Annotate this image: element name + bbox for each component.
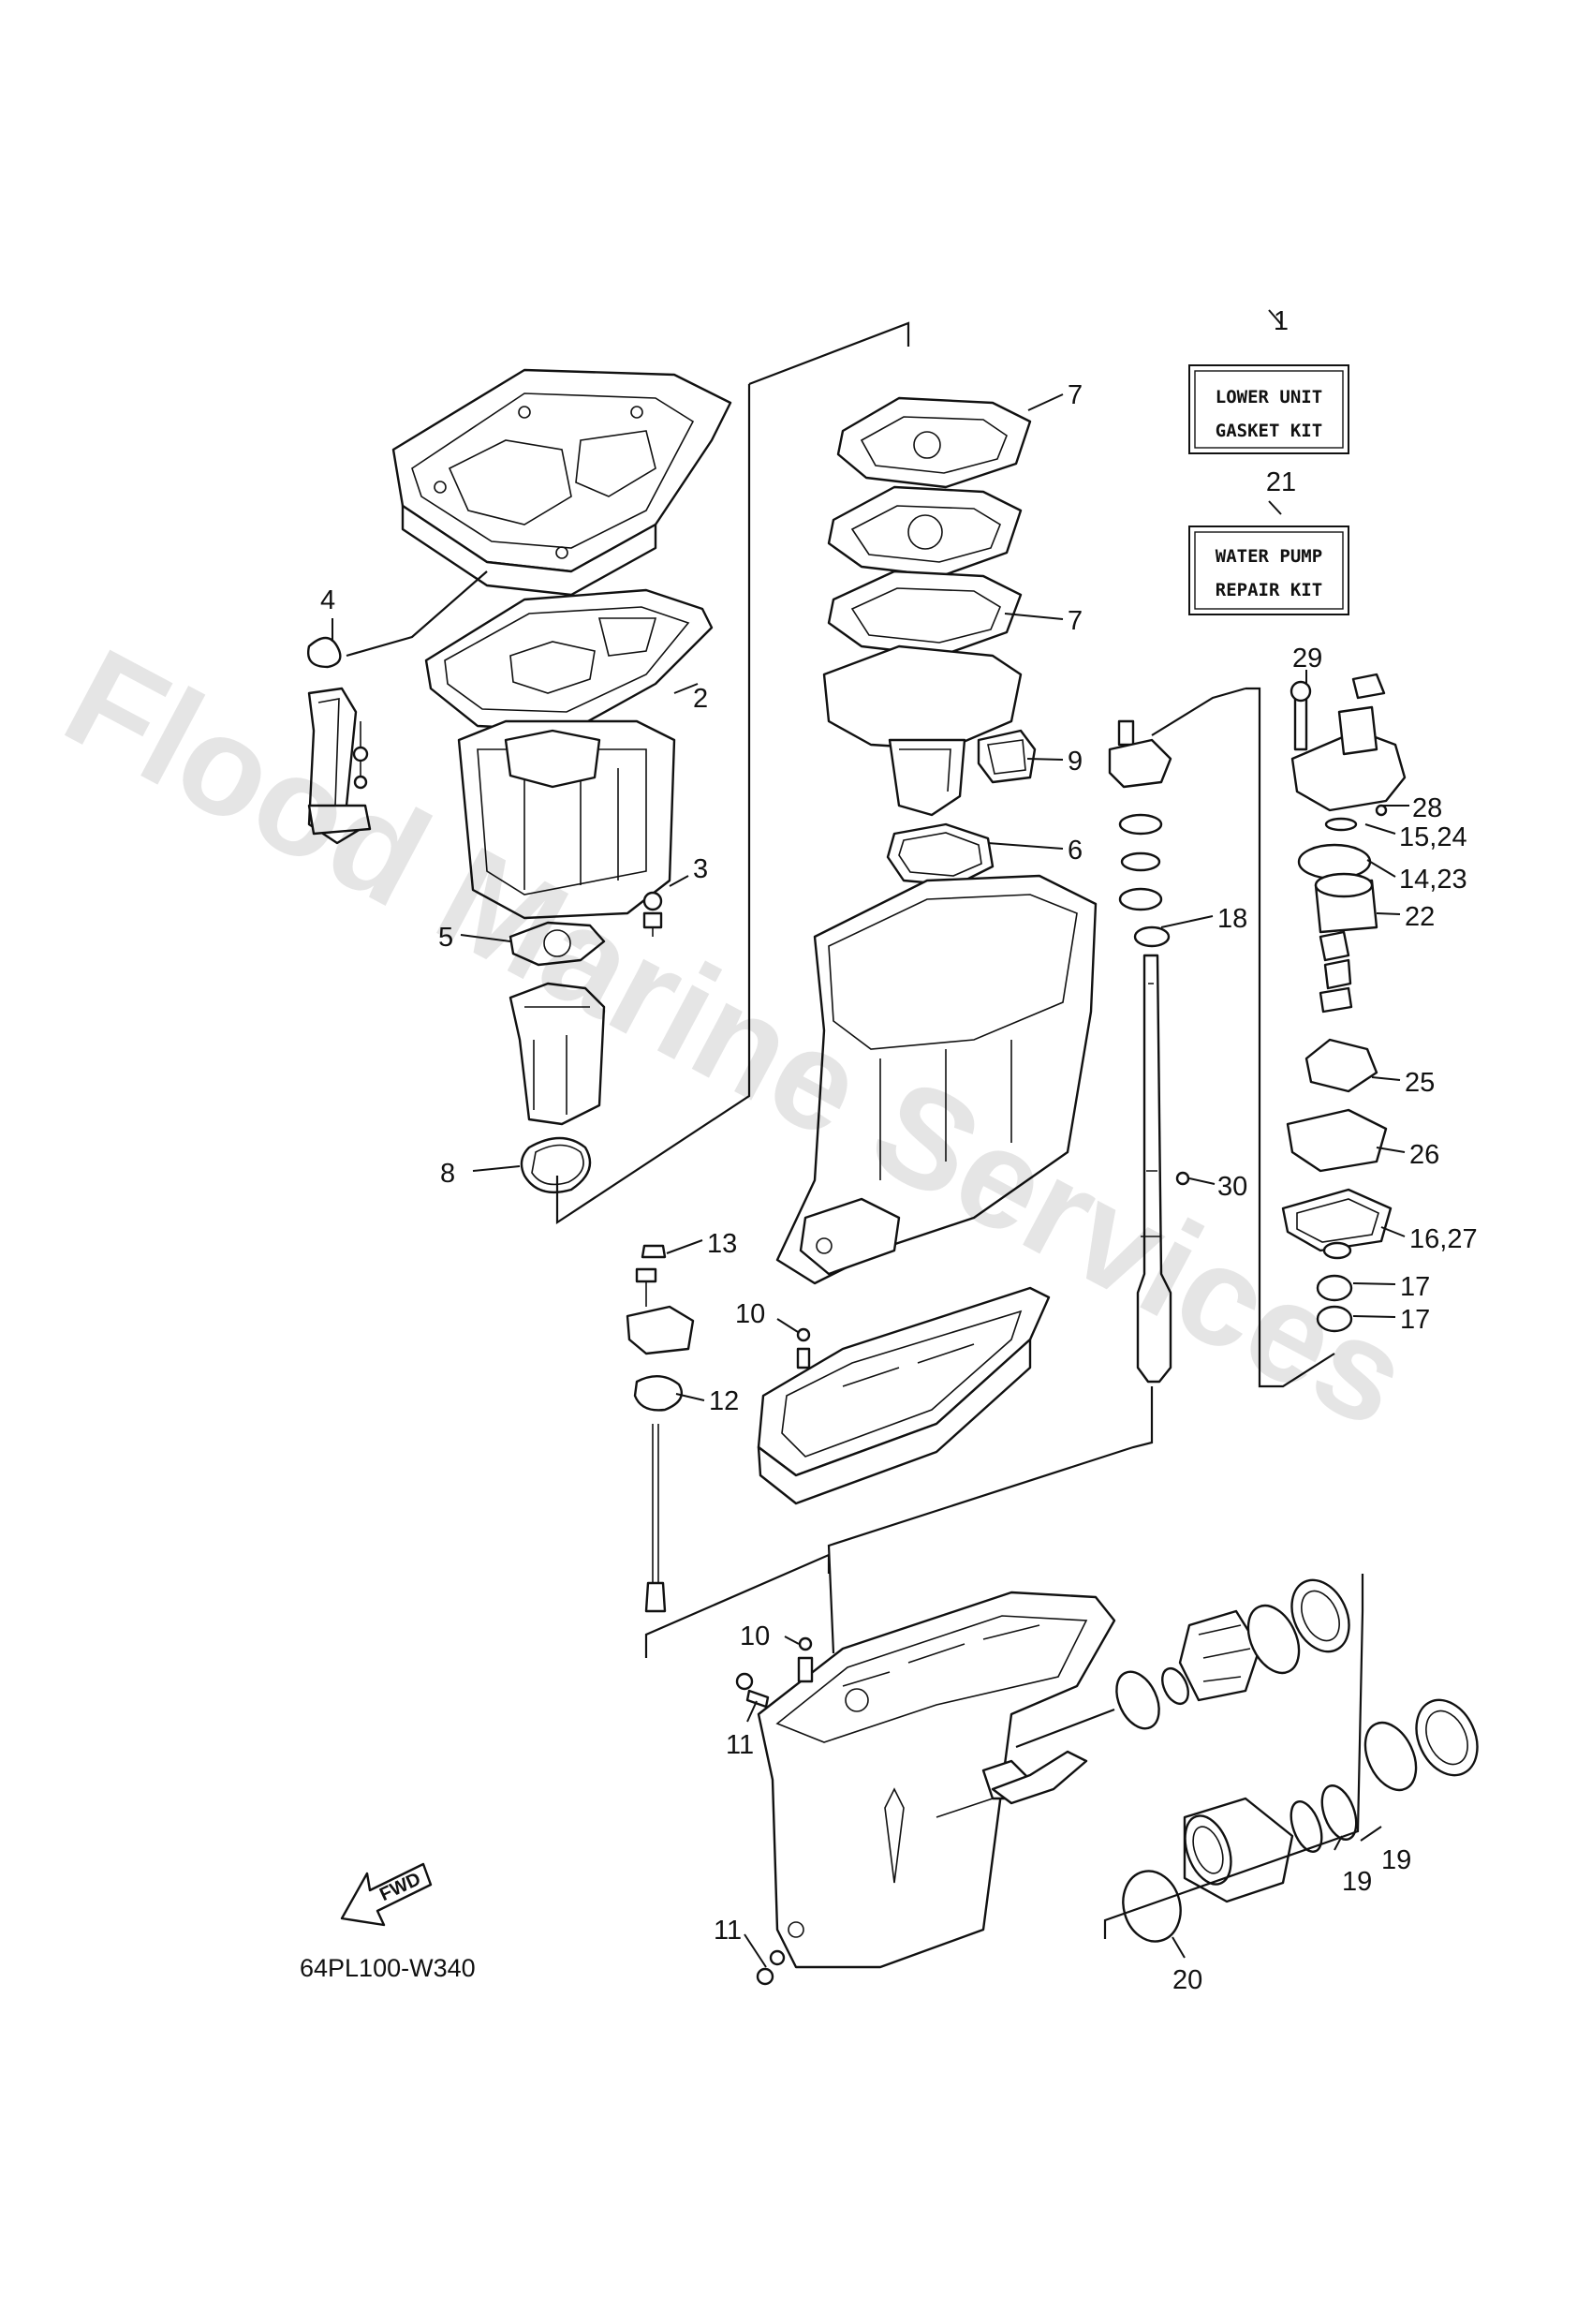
callout-26: 26 bbox=[1409, 1140, 1439, 1170]
kit-water-pump-line2: REPAIR KIT bbox=[1216, 580, 1322, 600]
gasket-2-drawing bbox=[424, 588, 714, 733]
bolt-3-drawing bbox=[642, 891, 663, 937]
shift-rod-assembly-drawing bbox=[626, 1244, 695, 1613]
kit-gasket-line1: LOWER UNIT bbox=[1216, 387, 1322, 407]
kit-box-water-pump: WATER PUMP REPAIR KIT bbox=[1188, 525, 1349, 615]
gear-case-drawing bbox=[757, 1591, 1116, 1969]
part-10-upper-drawing bbox=[796, 1327, 811, 1369]
drive-shaft-drawing bbox=[1108, 719, 1190, 1384]
callout-17-upper: 17 bbox=[1400, 1272, 1430, 1302]
callout-13: 13 bbox=[707, 1229, 737, 1259]
upper-casing-main-drawing bbox=[775, 874, 1098, 1285]
callout-1: 1 bbox=[1274, 306, 1289, 336]
pipe-and-gasket-4-drawing bbox=[307, 636, 372, 845]
callout-7-lower: 7 bbox=[1068, 606, 1083, 636]
callout-12: 12 bbox=[709, 1386, 739, 1416]
kit-water-pump-line1: WATER PUMP bbox=[1216, 546, 1322, 567]
callout-7-upper: 7 bbox=[1068, 380, 1083, 410]
callout-21: 21 bbox=[1266, 467, 1296, 497]
exhaust-housing-drawing bbox=[457, 719, 676, 920]
fwd-arrow-icon: FWD bbox=[340, 1862, 433, 1927]
callout-14-23: 14,23 bbox=[1399, 865, 1467, 895]
callout-6: 6 bbox=[1068, 836, 1083, 866]
water-tube-housing-drawing bbox=[508, 982, 606, 1126]
callout-16-27: 16,27 bbox=[1409, 1224, 1478, 1254]
callout-10-lower: 10 bbox=[740, 1621, 770, 1651]
bearing-housing-drawing bbox=[1183, 1784, 1358, 1903]
callout-19-right: 19 bbox=[1381, 1845, 1411, 1875]
callout-17-lower: 17 bbox=[1400, 1305, 1430, 1335]
gear-and-bearing-drawing bbox=[1115, 1578, 1350, 1730]
callout-15-24: 15,24 bbox=[1399, 822, 1467, 852]
retainer-rings-drawing bbox=[1363, 1698, 1479, 1792]
seal-6-drawing bbox=[886, 822, 995, 887]
upper-casing-drawing bbox=[391, 368, 732, 597]
gasket-7-lower-drawing bbox=[827, 570, 1023, 658]
callout-2: 2 bbox=[693, 684, 708, 714]
exhaust-adapter-drawing bbox=[822, 644, 1023, 817]
callout-9: 9 bbox=[1068, 747, 1083, 777]
callout-11-upper: 11 bbox=[726, 1730, 754, 1760]
reference-code: 64PL100-W340 bbox=[300, 1954, 476, 1982]
o-ring-20-drawing bbox=[1122, 1870, 1182, 1943]
watermark: Flood Marine Services bbox=[42, 618, 1433, 1458]
callout-25: 25 bbox=[1405, 1068, 1435, 1098]
callout-20: 20 bbox=[1172, 1965, 1202, 1995]
part-9-drawing bbox=[977, 729, 1037, 784]
callout-4: 4 bbox=[320, 585, 335, 615]
callout-22: 22 bbox=[1405, 902, 1435, 932]
callout-8: 8 bbox=[440, 1159, 455, 1189]
callout-10-upper: 10 bbox=[735, 1299, 765, 1329]
kit-box-gasket: LOWER UNIT GASKET KIT bbox=[1188, 364, 1349, 454]
callout-5: 5 bbox=[438, 923, 453, 953]
gasket-middle-drawing bbox=[827, 485, 1023, 578]
gasket-7-upper-drawing bbox=[836, 396, 1032, 489]
part-10-lower-drawing bbox=[797, 1636, 814, 1683]
callout-30: 30 bbox=[1217, 1172, 1247, 1202]
callout-11-lower: 11 bbox=[714, 1916, 742, 1946]
screw-11-upper-drawing bbox=[735, 1672, 770, 1709]
callout-28: 28 bbox=[1412, 793, 1442, 823]
water-pump-drawing bbox=[1281, 673, 1407, 1333]
leader-lines bbox=[332, 309, 1409, 1968]
kit-gasket-line2: GASKET KIT bbox=[1216, 421, 1322, 441]
screw-11-lower-drawing bbox=[756, 1949, 786, 1986]
callout-3: 3 bbox=[693, 854, 708, 884]
callout-18: 18 bbox=[1217, 904, 1247, 934]
propeller-shaft-drawing bbox=[936, 1750, 1088, 1818]
callout-29: 29 bbox=[1292, 644, 1322, 674]
assembly-brackets bbox=[346, 321, 1364, 1939]
callout-19-left: 19 bbox=[1342, 1867, 1372, 1897]
lower-casing-upper-plate-drawing bbox=[757, 1286, 1051, 1505]
callout-labels: 1 21 7 7 9 6 4 2 3 5 8 29 28 15,24 14,23… bbox=[320, 306, 1478, 1995]
gasket-5-drawing bbox=[508, 921, 606, 967]
seal-8-drawing bbox=[520, 1136, 592, 1194]
